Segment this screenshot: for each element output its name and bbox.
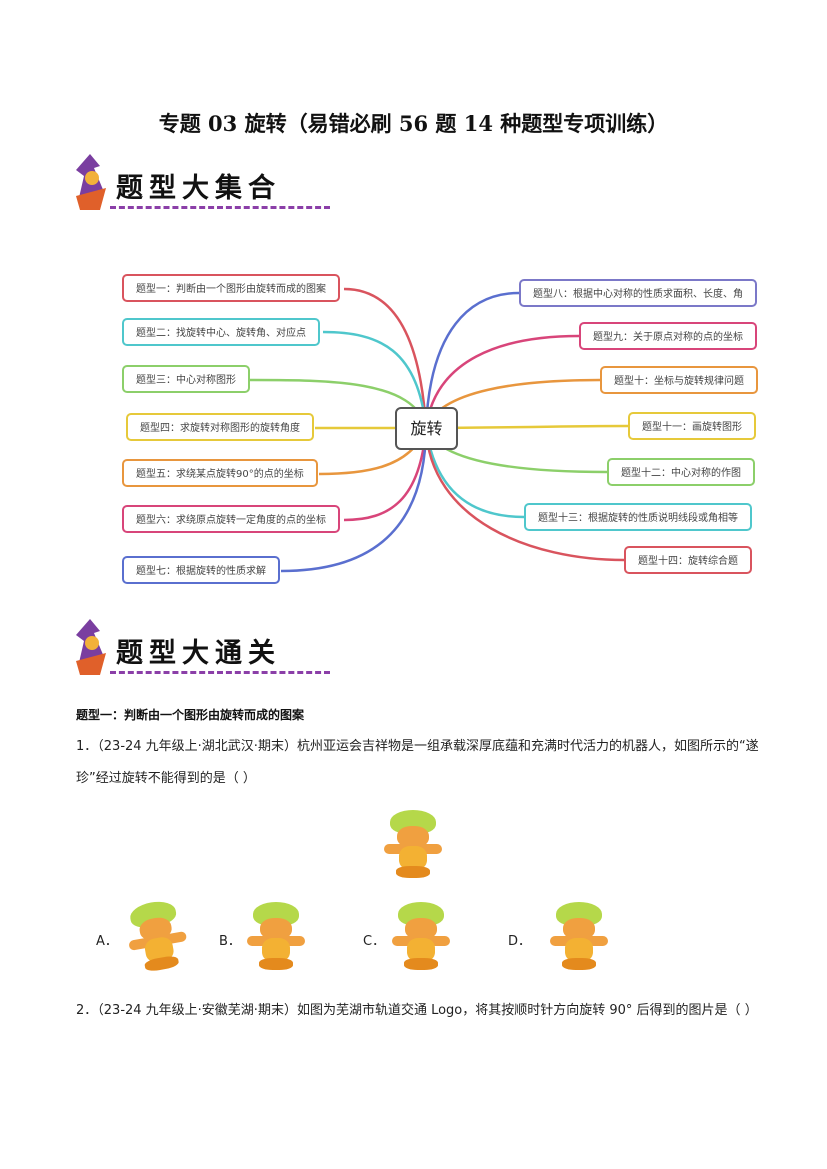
connector-2 [322, 330, 428, 429]
connector-7 [280, 427, 428, 573]
banner-divider [110, 671, 330, 674]
connector-1 [343, 287, 428, 429]
wizard-mascot-icon [76, 154, 106, 210]
mindmap-node-14: 题型十四：旋转综合题 [624, 546, 752, 574]
option-d-label[interactable]: D． [508, 934, 532, 949]
option-d-image[interactable] [548, 902, 610, 972]
mindmap-node-1: 题型一：判断由一个图形由旋转而成的图案 [122, 274, 340, 302]
mindmap-node-10: 题型十：坐标与旋转规律问题 [600, 366, 758, 394]
option-b-image[interactable] [245, 902, 307, 972]
banner-divider [110, 206, 330, 209]
connector-8 [424, 291, 520, 429]
banner-practice: 题型大通关 [70, 617, 330, 682]
mindmap-node-13: 题型十三：根据旋转的性质说明线段或角相等 [524, 503, 752, 531]
banner-collection: 题型大集合 [70, 152, 330, 217]
mindmap-node-8: 题型八：根据中心对称的性质求面积、长度、角 [519, 279, 757, 307]
option-c-image[interactable] [390, 902, 452, 972]
option-a-label[interactable]: A． [96, 934, 118, 949]
banner-title: 题型大通关 [116, 638, 281, 669]
mindmap-node-2: 题型二：找旋转中心、旋转角、对应点 [122, 318, 320, 346]
section-heading: 题型一：判断由一个图形由旋转而成的图案 [76, 708, 305, 722]
wizard-mascot-icon [76, 619, 106, 675]
mindmap-center: 旋转 [395, 407, 458, 450]
mindmap-node-11: 题型十一：画旋转图形 [628, 412, 756, 440]
question-2: 2．（23-24 九年级上·安徽芜湖·期末）如图为芜湖市轨道交通 Logo，将其… [76, 1003, 758, 1018]
connector-9 [424, 334, 580, 429]
mindmap-connectors [249, 287, 629, 573]
question-1: 1．（23-24 九年级上·湖北武汉·期末）杭州亚运会吉祥物是一组承载深厚底蕴和… [76, 739, 759, 786]
mindmap-node-4: 题型四：求旋转对称图形的旋转角度 [126, 413, 314, 441]
mindmap-node-9: 题型九：关于原点对称的点的坐标 [579, 322, 757, 350]
mindmap-node-3: 题型三：中心对称图形 [122, 365, 250, 393]
connector-14 [424, 427, 625, 562]
banner-title: 题型大集合 [116, 173, 281, 204]
connector-6 [343, 427, 428, 522]
mindmap-node-6: 题型六：求绕原点旋转一定角度的点的坐标 [122, 505, 340, 533]
page-title: 专题 03 旋转（易错必刷 56 题 14 种题型专项训练） [158, 111, 669, 136]
mindmap-node-5: 题型五：求绕某点旋转90°的点的坐标 [122, 459, 318, 487]
mindmap-node-12: 题型十二：中心对称的作图 [607, 458, 755, 486]
option-b-label[interactable]: B． [219, 934, 241, 949]
option-c-label[interactable]: C． [363, 934, 386, 949]
option-a-image[interactable] [120, 897, 193, 977]
mascot-image [382, 810, 444, 880]
mindmap-node-7: 题型七：根据旋转的性质求解 [122, 556, 280, 584]
